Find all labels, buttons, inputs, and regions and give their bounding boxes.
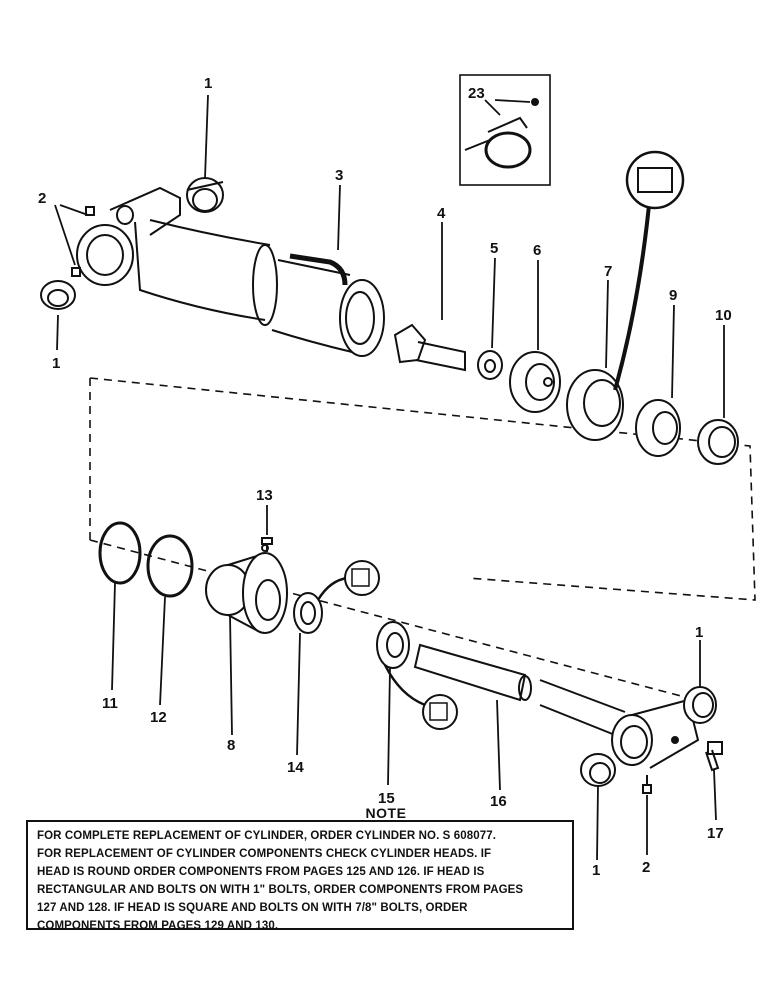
note-title: NOTE — [365, 805, 407, 821]
callout-1-lower-a: 1 — [695, 624, 703, 641]
screw-part — [261, 537, 273, 552]
rod-seal-part — [376, 621, 410, 669]
wiper-detail-balloon — [344, 560, 380, 596]
clamp-inset-box — [459, 74, 551, 186]
grease-fitting-upper — [71, 206, 95, 277]
piston-seal-part — [566, 369, 624, 441]
bushing-lower-b — [580, 753, 616, 787]
note-line: FOR REPLACEMENT OF CYLINDER COMPONENTS C… — [37, 848, 492, 860]
callout-11: 11 — [102, 695, 118, 712]
wiper-seal-part — [293, 592, 323, 634]
backup-ring-part — [146, 534, 194, 598]
callout-9: 9 — [669, 287, 677, 304]
callout-13: 13 — [256, 487, 273, 504]
callout-23: 23 — [468, 85, 485, 102]
wiper-detail-leader — [316, 576, 349, 601]
callout-12: 12 — [150, 709, 167, 726]
callout-5: 5 — [490, 240, 498, 257]
callout-1-upper-b: 1 — [52, 355, 60, 372]
note-line: 127 AND 128. IF HEAD IS SQUARE AND BOLTS… — [37, 902, 468, 914]
callout-2-lower: 2 — [642, 859, 650, 876]
rod-eye-part — [611, 698, 700, 769]
note-line: FOR COMPLETE REPLACEMENT OF CYLINDER, OR… — [37, 830, 496, 842]
callout-16: 16 — [490, 793, 507, 810]
callout-1-lower-b: 1 — [592, 862, 600, 879]
o-ring-part — [98, 521, 142, 585]
piston-bolt-part — [393, 323, 466, 372]
callout-4: 4 — [437, 205, 446, 222]
callout-10: 10 — [715, 307, 732, 324]
grease-fitting-lower — [642, 775, 652, 794]
piston-ring-part — [635, 399, 681, 457]
bushing-part-10 — [697, 419, 739, 465]
callout-labels: 1 1 2 3 4 5 6 7 9 10 23 13 11 12 8 14 15… — [38, 75, 732, 879]
callout-7: 7 — [604, 263, 612, 280]
piston-rod-part — [413, 643, 626, 736]
seal-detail-balloon — [613, 150, 685, 391]
note-box: FOR COMPLETE REPLACEMENT OF CYLINDER, OR… — [26, 820, 574, 932]
callout-6: 6 — [533, 242, 541, 259]
assembly-dashed-line — [89, 377, 756, 706]
washer-part — [477, 350, 503, 380]
cylinder-barrel-part — [76, 186, 385, 357]
note-line: HEAD IS ROUND ORDER COMPONENTS FROM PAGE… — [37, 866, 485, 878]
bushing-upper-b — [40, 280, 76, 310]
callout-1-upper-a: 1 — [204, 75, 212, 92]
rod-seal-detail-balloon — [422, 694, 458, 730]
note-line: COMPONENTS FROM PAGES 129 AND 130. — [37, 920, 279, 932]
callout-2-upper: 2 — [38, 190, 46, 207]
note-line: RECTANGULAR AND BOLTS ON WITH 1" BOLTS, … — [37, 884, 524, 896]
bushing-lower-a — [683, 686, 717, 724]
callout-15: 15 — [378, 790, 395, 807]
callout-3: 3 — [335, 167, 343, 184]
bushing-upper-a — [186, 177, 224, 213]
piston-part — [509, 351, 561, 413]
callout-8: 8 — [227, 737, 235, 754]
callout-14: 14 — [287, 759, 304, 776]
rod-seal-detail-leader — [383, 664, 426, 707]
cylinder-head-part — [205, 544, 288, 634]
bolt-part-17 — [705, 741, 723, 772]
leader-lines — [54, 94, 725, 861]
callout-17: 17 — [707, 825, 724, 842]
